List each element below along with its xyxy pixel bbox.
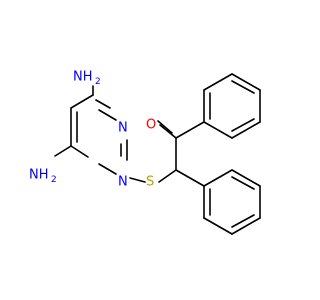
- atom-n-ring-upper: N: [118, 121, 128, 136]
- bond-ph2-a: [203, 169, 233, 187]
- bond-ph2-d-in: [231, 214, 255, 228]
- bond-co-o-double: [157, 120, 173, 134]
- bond-ph2-b: [231, 169, 261, 187]
- bond-ph1-c-in: [231, 80, 255, 94]
- atom-nh2-bottom-subscript: 2: [51, 175, 57, 185]
- bond-ph1-f: [203, 121, 233, 139]
- bond-s-ch: [158, 169, 177, 183]
- bond-co-o: [159, 124, 177, 139]
- bond-c6-nh2: [54, 145, 72, 157]
- atom-oxygen: O: [146, 118, 156, 133]
- bond-pyr-c4-c5: [70, 94, 94, 109]
- bond-co-ph1: [175, 121, 205, 139]
- bond-ph1-b: [203, 73, 233, 91]
- molecule-structure-diagram: NH 2 NH 2 N N S O: [29, 70, 261, 235]
- atom-nh2-top: NH 2: [73, 70, 101, 88]
- bond-pyr-c4-n1-double: [95, 99, 111, 109]
- bond-layer: [54, 73, 261, 235]
- atom-nh2-bottom-text: NH: [29, 168, 49, 183]
- bond-ch-ph2: [175, 169, 205, 187]
- atom-sulfur: S: [146, 175, 154, 190]
- bond-ph1-e: [231, 121, 261, 139]
- bond-c2-s: [129, 177, 146, 183]
- atom-n-ring-lower: N: [118, 175, 128, 190]
- bond-ph2-d: [231, 217, 261, 235]
- bond-ph1-c: [231, 73, 261, 91]
- bond-pyr-n3-c4: [98, 109, 117, 121]
- atom-nh2-bottom: NH 2: [29, 168, 57, 186]
- bond-ph2-b-in: [231, 176, 255, 190]
- bond-ph2-e: [203, 217, 233, 235]
- bond-pyr-n1-c2: [98, 163, 117, 175]
- bond-ph1-e-in: [231, 118, 255, 132]
- bond-pyr-c6-n1: [70, 145, 89, 158]
- atom-nh2-top-text: NH: [73, 70, 93, 85]
- atom-nh2-top-subscript: 2: [95, 77, 101, 87]
